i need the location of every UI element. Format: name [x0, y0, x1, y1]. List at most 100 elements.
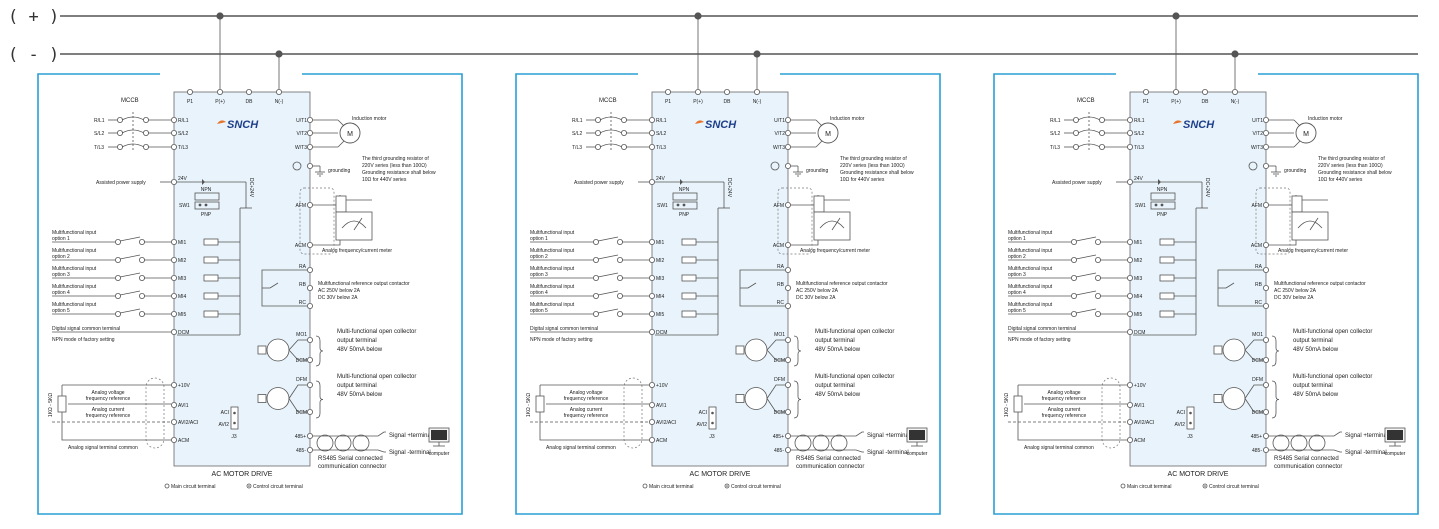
analog-common-label: Analog signal terminal common — [68, 445, 138, 451]
signal-plus-label: Signal +terminal — [867, 433, 910, 439]
analog-terminal — [648, 401, 655, 408]
rs485n-terminal — [784, 446, 791, 453]
oc-label-line: Multi-functional open collector — [815, 374, 894, 380]
rs485-wire — [791, 431, 864, 453]
analog-current-label: Analog current — [92, 407, 125, 413]
ohm-label: 1KΩ - 5KΩ — [48, 393, 54, 417]
output-terminal — [784, 129, 791, 136]
signal-minus-label: Signal -terminal — [867, 450, 909, 456]
acm-label: ACM — [773, 243, 784, 249]
mi-label-line2: option 3 — [52, 272, 70, 278]
dcm-out-terminal — [1262, 408, 1269, 415]
relay-contact-icon — [1225, 282, 1235, 289]
mi-label-line2: option 4 — [52, 290, 70, 296]
input-line-label: T/L3 — [1050, 145, 1060, 151]
oc-label-line: output terminal — [815, 338, 855, 344]
brand-logo: SNCH — [1183, 119, 1215, 131]
analog-wire — [539, 384, 649, 441]
mi-label-line2: option 3 — [530, 272, 548, 278]
mi-switch-terminal — [138, 238, 145, 245]
relay-terminal-label: RB — [1255, 282, 1263, 288]
avi2-switch-label: AVI2 — [1175, 422, 1186, 428]
pnp-switch — [194, 201, 220, 210]
dcm-label: Digital signal common terminal — [530, 326, 598, 332]
rs485-wire — [1269, 431, 1342, 453]
relay-contact-icon — [269, 282, 279, 289]
transistor-icon — [1222, 338, 1246, 362]
mi-terminal — [648, 256, 655, 263]
input-terminal — [170, 117, 177, 124]
input-line-label: R/L1 — [1050, 118, 1061, 124]
dcm-out-terminal — [306, 356, 313, 363]
meter-label: Analog frequency/current meter — [800, 248, 870, 254]
rs485-label-line: RS485 Serial connected — [796, 456, 861, 462]
relay-contact-icon — [747, 282, 757, 289]
opto-led-icon — [735, 394, 745, 403]
output-wire — [1244, 339, 1263, 361]
meter-label: Analog frequency/current meter — [1278, 248, 1348, 254]
optocoupler-icon — [1159, 310, 1175, 318]
top-terminal — [694, 89, 701, 96]
main-terminal-legend-icon — [642, 483, 648, 489]
dcm-out-label: DCM — [1252, 358, 1263, 364]
afm-terminal — [784, 201, 791, 208]
drive-body — [1129, 91, 1267, 467]
mi-terminal — [1126, 256, 1133, 263]
input-terminal — [648, 117, 655, 124]
ferrite-bead-icon — [316, 434, 334, 452]
j3-pin — [233, 411, 236, 415]
j3-jumper-icon — [1186, 406, 1195, 430]
mi-switch-blade — [597, 272, 619, 278]
output-terminal — [784, 143, 791, 150]
j3-label: J3 — [231, 434, 237, 440]
j3-jumper-icon — [230, 406, 239, 430]
mi-terminal — [170, 256, 177, 263]
optocoupler-icon — [1159, 238, 1175, 246]
input-terminal — [170, 129, 177, 136]
mi-switch-terminal — [1094, 292, 1101, 299]
mo1-label: MO1 — [296, 332, 307, 338]
ground-note-line: 220V series (less than 100Ω) — [840, 163, 905, 169]
relay-terminal — [306, 266, 313, 273]
signal-minus-label: Signal -terminal — [389, 450, 431, 456]
computer-screen-icon — [431, 430, 447, 440]
mi-switch-blade — [597, 308, 619, 314]
panel-frame — [515, 73, 941, 515]
signal-plus-label: Signal +terminal — [1345, 433, 1388, 439]
oc-label-line: 48V 50mA below — [337, 347, 383, 353]
control-terminal-legend-dot — [726, 485, 728, 487]
relay-terminal — [784, 266, 791, 273]
motor-icon — [339, 122, 361, 144]
output-terminal-label: V/T2 — [1252, 131, 1263, 137]
brace-icon — [315, 380, 324, 419]
mi-switch-blade — [119, 290, 141, 296]
opto-led-icon — [1213, 394, 1223, 403]
relay-label-line: AC 250V below 2A — [796, 288, 839, 294]
rs485-label-line: communication connector — [796, 464, 864, 470]
shield-dashed — [777, 187, 813, 255]
output-wire — [766, 384, 785, 413]
dc24-label: DC+24V — [1204, 178, 1210, 198]
analog-terminal-label: +10V — [178, 383, 190, 389]
mo1-terminal — [306, 336, 313, 343]
ground-note-line: 10Ω for 440V series — [362, 177, 407, 183]
mi-terminal — [1126, 274, 1133, 281]
dcm-out-terminal — [784, 356, 791, 363]
top-terminal — [216, 89, 223, 96]
switch-contact — [198, 203, 202, 207]
analog-wire — [1017, 384, 1127, 441]
mi-switch-blade — [597, 290, 619, 296]
assisted-supply-label: Assisted power supply — [96, 180, 146, 186]
ground-terminal — [306, 162, 313, 169]
mi-switch-terminal — [115, 310, 122, 317]
mi-switch-terminal — [1094, 256, 1101, 263]
pnp-label: PNP — [1157, 212, 1168, 218]
mi-switch-blade — [119, 272, 141, 278]
breaker-terminal — [1098, 129, 1105, 136]
input-terminal — [1126, 143, 1133, 150]
top-terminal — [275, 89, 282, 96]
breaker-terminal — [142, 117, 149, 124]
relay-label-line: DC 30V below 2A — [796, 295, 836, 301]
dcm-out-label: DCM — [774, 358, 785, 364]
